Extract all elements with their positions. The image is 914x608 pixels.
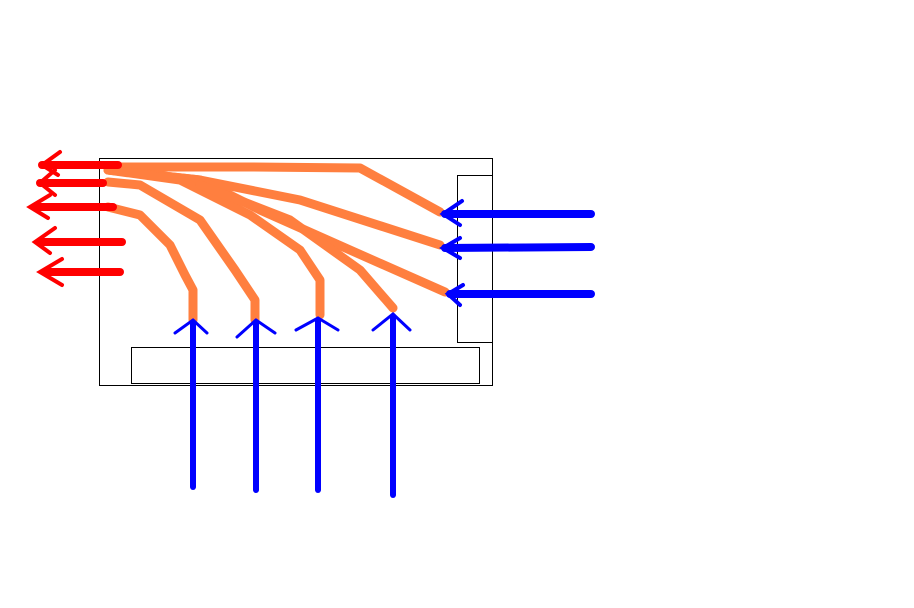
- bottom-panel: [131, 347, 480, 384]
- outlet-arrow-icon: [36, 168, 107, 197]
- side-inlet-arrows: [439, 199, 595, 307]
- flow-path-bottom-3: [103, 165, 325, 320]
- inlet-arrow-icon: [444, 283, 595, 307]
- outlet-arrow-icon: [31, 226, 126, 255]
- inlet-arrow-icon: [294, 316, 340, 493]
- flow-path-side-1: [103, 162, 445, 217]
- flow-path-bottom-2: [103, 177, 260, 325]
- outlet-arrows: [26, 150, 126, 287]
- outlet-arrow-icon: [36, 257, 124, 287]
- inlet-arrow-icon: [439, 199, 595, 227]
- flow-path-bottom-1: [103, 202, 198, 325]
- flow-path-bottom-4: [195, 180, 398, 313]
- inlet-arrow-icon: [173, 318, 209, 490]
- outlet-arrow-icon: [26, 193, 117, 220]
- flow-paths: [103, 162, 450, 325]
- inlet-arrow-icon: [371, 312, 412, 498]
- inlet-arrow-icon: [235, 318, 277, 493]
- side-panel: [457, 175, 493, 343]
- inlet-arrow-icon: [439, 236, 595, 260]
- bottom-inlet-arrows: [173, 312, 412, 498]
